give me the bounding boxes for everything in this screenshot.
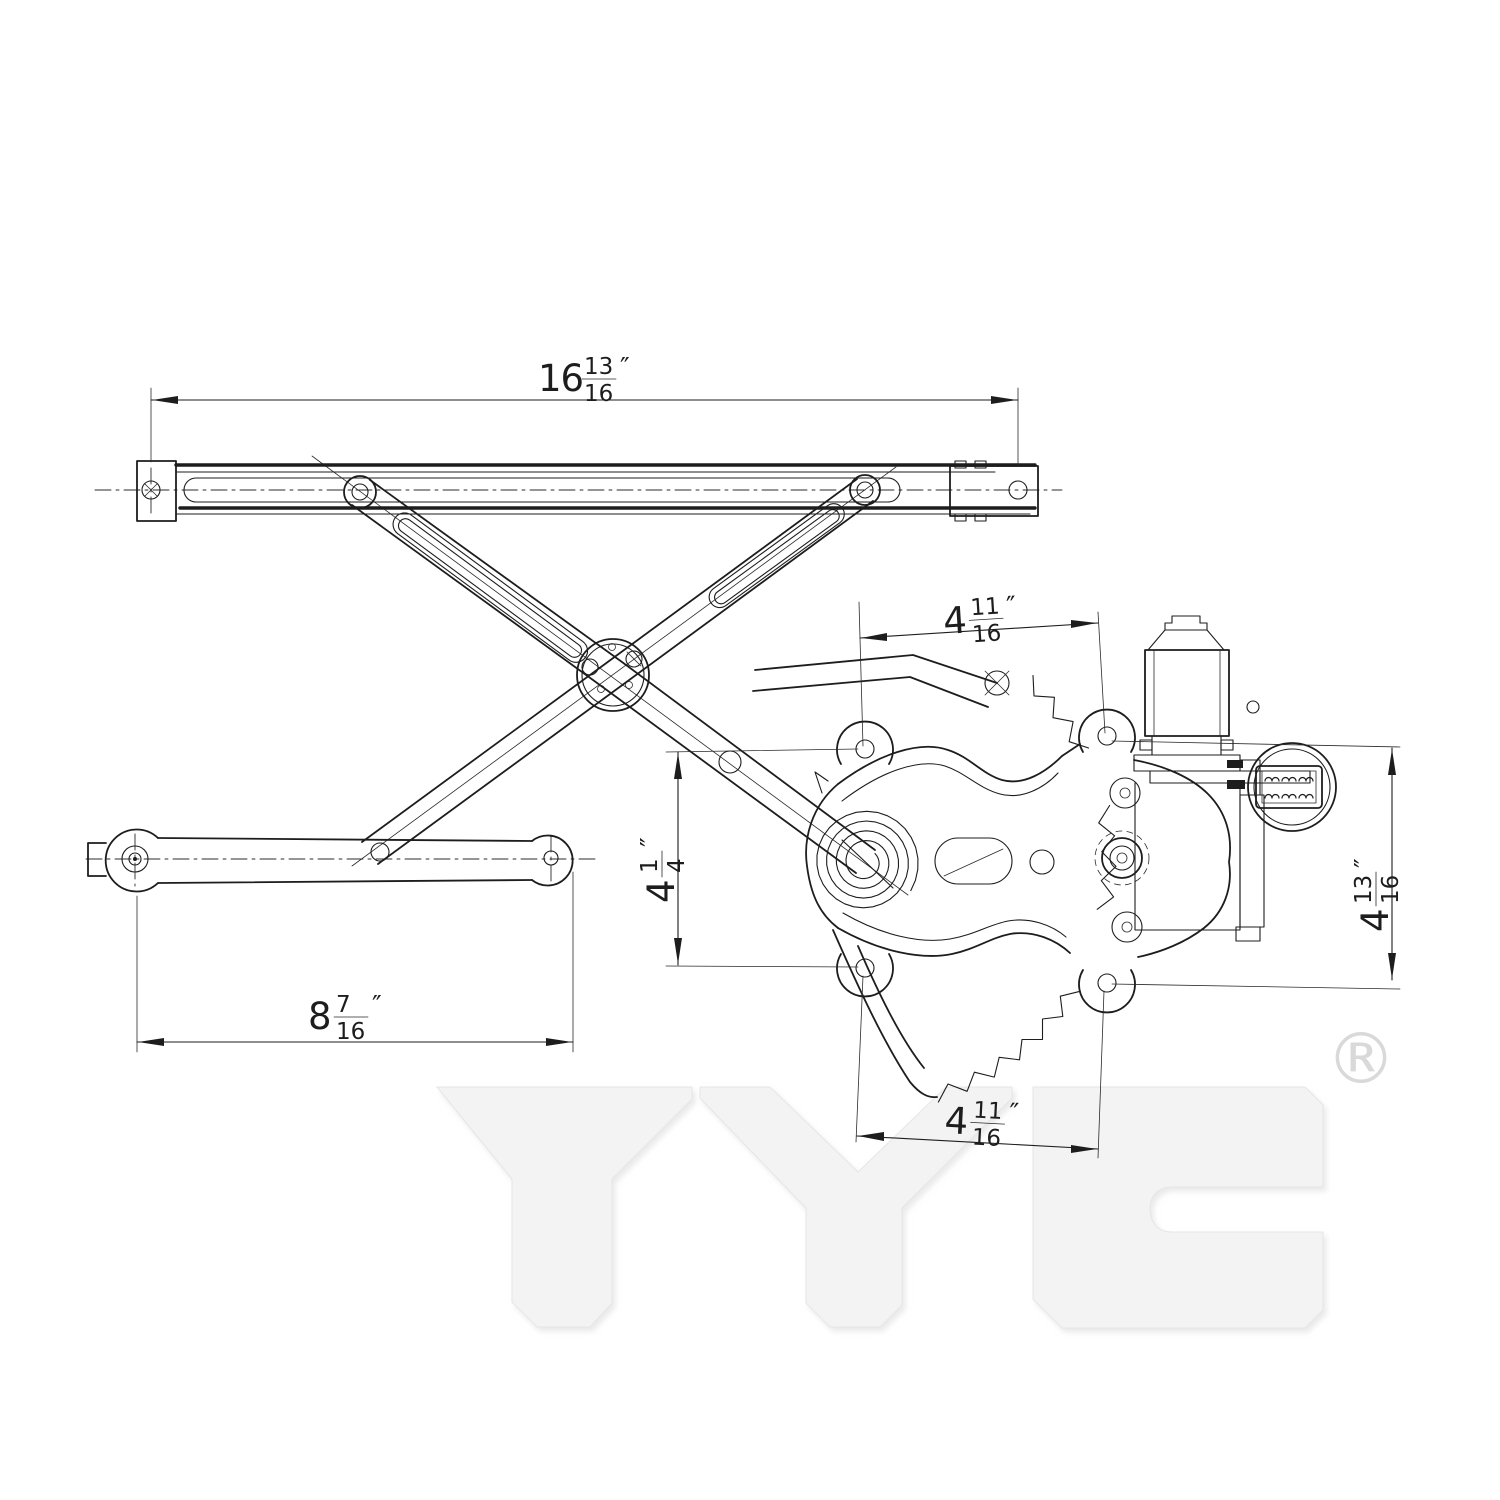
drive-pinion (1101, 837, 1143, 879)
svg-text:4: 4 (942, 599, 967, 643)
motor-assembly (1133, 615, 1337, 942)
equalizer-arm-lower-roller (370, 842, 390, 862)
svg-text:16: 16 (971, 620, 1002, 648)
dimension-label-lower-rail-spacing: 8 7 16 ″ (308, 991, 382, 1045)
sector-plate-assembly (752, 654, 1231, 1103)
svg-text:13: 13 (584, 354, 613, 380)
svg-text:11: 11 (973, 1098, 1004, 1125)
svg-text:11: 11 (970, 593, 1001, 621)
lower-right-mount-hole (1097, 973, 1117, 993)
rail-left-mount-hole (141, 480, 161, 500)
svg-text:7: 7 (336, 992, 351, 1018)
svg-text:4: 4 (664, 858, 690, 873)
dimension-label-overall-rail-width: 16 13 16 ″ (538, 353, 630, 407)
equalizer-arm (361, 474, 881, 865)
svg-text:16: 16 (584, 381, 613, 407)
svg-text:13: 13 (1351, 875, 1377, 904)
main-arm-upper-roller (343, 475, 377, 509)
svg-text:″: ″ (620, 353, 630, 383)
watermark-letter-y (699, 1086, 1013, 1328)
upper-left-mount-hole (855, 739, 875, 759)
svg-text:16: 16 (336, 1019, 365, 1045)
centerlines (85, 455, 1063, 896)
dimension-label-right-mount-spacing: 4 13 16 ″ (1350, 858, 1404, 932)
main-lift-arm (343, 475, 876, 874)
svg-text:16: 16 (538, 357, 583, 400)
svg-text:16: 16 (971, 1124, 1002, 1151)
svg-text:″: ″ (1005, 591, 1017, 622)
upper-guide-rail (136, 460, 1039, 522)
lower-right-mount-tab (1078, 969, 1136, 1014)
watermark-letter-c (1032, 1086, 1324, 1329)
equalizer-arm-upper-roller (849, 474, 881, 506)
svg-text:4: 4 (1354, 909, 1397, 932)
dimension-label-upper-mount-spacing: 4 11 16 ″ (942, 591, 1017, 648)
svg-text:8: 8 (308, 995, 331, 1038)
svg-text:″: ″ (372, 991, 382, 1021)
watermark-letter-t (435, 1086, 693, 1328)
equalizer-right-hole (543, 850, 559, 866)
electrical-connector (1247, 742, 1337, 832)
equalizer-arm-axis (351, 466, 897, 867)
lower-left-mount-tab (836, 953, 894, 998)
svg-text:4: 4 (944, 1099, 969, 1143)
connector-pins (1264, 776, 1314, 799)
svg-text:1: 1 (637, 858, 663, 873)
rail-left-bracket (136, 460, 177, 522)
dimension-label-left-mount-spacing: 4 1 4 ″ (636, 837, 690, 903)
upper-right-mount-tab (1078, 708, 1136, 753)
registered-trademark-icon: ® (1326, 1018, 1396, 1100)
lower-equalizer-rail (87, 828, 574, 893)
rail-right-bracket (949, 465, 1039, 517)
upper-right-mount-hole (1097, 726, 1117, 746)
main-arm-axis (311, 455, 909, 896)
sector-gear-teeth (1032, 674, 1090, 749)
svg-text:″: ″ (636, 837, 666, 847)
dimension-label-lower-mount-spacing: 4 11 16 ″ (944, 1098, 1020, 1152)
svg-text:16: 16 (1378, 875, 1404, 904)
dimension-lines (136, 387, 1401, 1159)
center-pivot (576, 638, 650, 712)
svg-text:″: ″ (1008, 1098, 1020, 1128)
lower-left-mount-hole (855, 958, 875, 978)
upper-left-mount-tab (836, 720, 894, 765)
tyc-watermark (435, 1086, 1324, 1329)
svg-text:4: 4 (640, 880, 683, 903)
motor-body (1144, 649, 1230, 737)
svg-text:″: ″ (1350, 858, 1380, 868)
equalizer-left-hole (121, 845, 149, 873)
rail-right-mount-hole (1008, 480, 1028, 500)
counterbalance-spring (816, 810, 919, 909)
